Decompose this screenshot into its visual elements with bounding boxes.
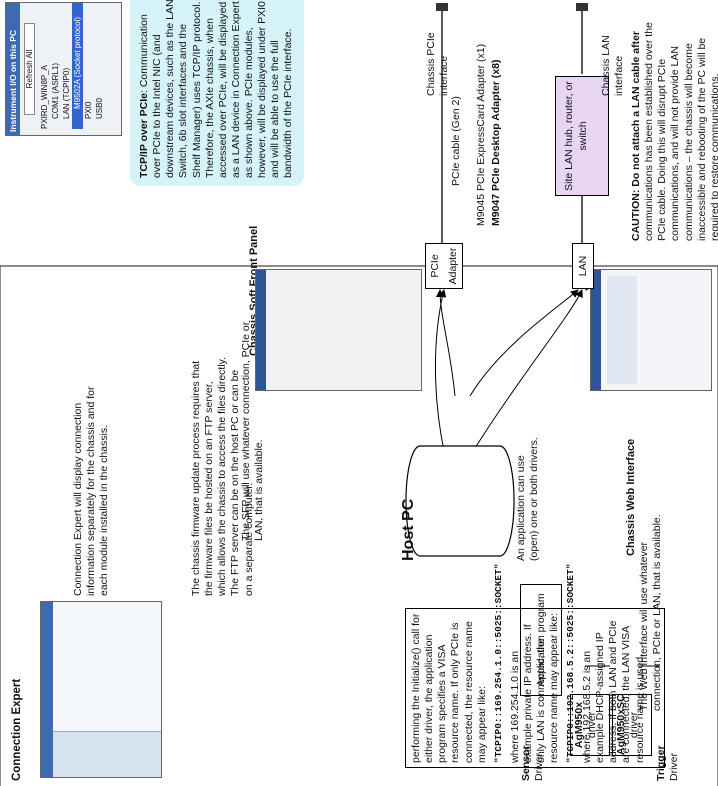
arrow-sfp-to-lan: [469, 289, 579, 397]
pcie-note: where 169.254.1.0 is an example private …: [508, 613, 560, 763]
init-text: performing the Initialize() call for eit…: [410, 613, 488, 763]
refresh-all-button[interactable]: Refresh All: [24, 23, 35, 115]
sfp-desc: The SFP will use whatever connection, PC…: [240, 321, 266, 541]
connection-expert-screenshot: [40, 601, 162, 778]
arrow-app-to-pcie: [434, 289, 447, 457]
lan-note: where 192.168.5.2 is an example DHCP-ass…: [581, 620, 646, 763]
instrument-io-title: Instrument I/O on this PC: [6, 3, 20, 135]
tree-item-3[interactable]: M9502A (Socket protocol): [72, 3, 83, 129]
visa-init-panel: performing the Initialize() call for eit…: [405, 563, 665, 768]
host-pc-title: Host PC: [400, 498, 417, 561]
visa-pcie: "TCPIP0::169.254.1.0::5025::SOCKET": [492, 563, 504, 763]
chassis-pcie-interface: Chassis PCIe interface: [425, 32, 451, 96]
arrow-sfp-to-pcie: [436, 289, 456, 397]
adapter-1: M9045 PCIe ExpressCard Adapter (x1): [475, 43, 487, 226]
host-pc-border: [0, 265, 718, 786]
connection-expert-desc: Connection Expert will display connectio…: [72, 386, 111, 596]
chassis-pcie-connector: [436, 3, 448, 11]
tree-item-0[interactable]: PXIRD_WIN8P_A: [40, 64, 49, 129]
chassis-lan-connector: [576, 3, 588, 11]
web-interface-desc: The Web Interface will use whatever conn…: [638, 514, 664, 711]
trigger-driver-word: Driver: [668, 753, 681, 781]
tcpip-note: TCP/IP over PCIe: Communication over PCI…: [130, 0, 304, 186]
pcie-adapter-box: PCIe Adapter: [425, 243, 463, 289]
chassis-lan-interface: Chassis LAN interface: [600, 35, 626, 96]
tree-item-5[interactable]: USB0: [95, 98, 104, 119]
pcie-cable-label: PCIe cable (Gen 2): [450, 96, 462, 186]
tree-item-4[interactable]: PXI0: [84, 101, 93, 119]
web-interface-screenshot: [590, 269, 712, 391]
sfp-screenshot: [255, 269, 422, 391]
tree-item-2[interactable]: LAN (TCPIP0): [62, 67, 71, 119]
ftp-server-icon: [405, 445, 515, 557]
caution-lead: CAUTION: Do not attach a LAN cable after: [630, 30, 642, 241]
instrument-io-panel: Instrument I/O on this PC Refresh All PX…: [5, 2, 122, 136]
connection-expert-title: Connection Expert: [11, 678, 23, 781]
web-interface-title: Chassis Web Interface: [625, 438, 637, 556]
tcpip-note-lead: TCP/IP over PCIe: [138, 92, 150, 178]
tcpip-note-text: : Communication over PCIe to the Intel N…: [138, 0, 295, 178]
lan-box: LAN: [572, 243, 594, 289]
tree-item-1[interactable]: COM1 (ASRL1): [51, 62, 60, 119]
arrow-app-to-lan: [469, 289, 583, 457]
app-desc: An application can use (open) one or bot…: [515, 437, 541, 561]
caution-note: CAUTION: Do not attach a LAN cable after…: [630, 6, 718, 241]
visa-lan: "TCPIP0::192.168.5.2::5025::SOCKET": [565, 563, 577, 763]
adapter-2: M9047 PCIe Desktop Adapter (x8): [490, 59, 502, 227]
caution-text: communications has been established over…: [643, 22, 718, 241]
